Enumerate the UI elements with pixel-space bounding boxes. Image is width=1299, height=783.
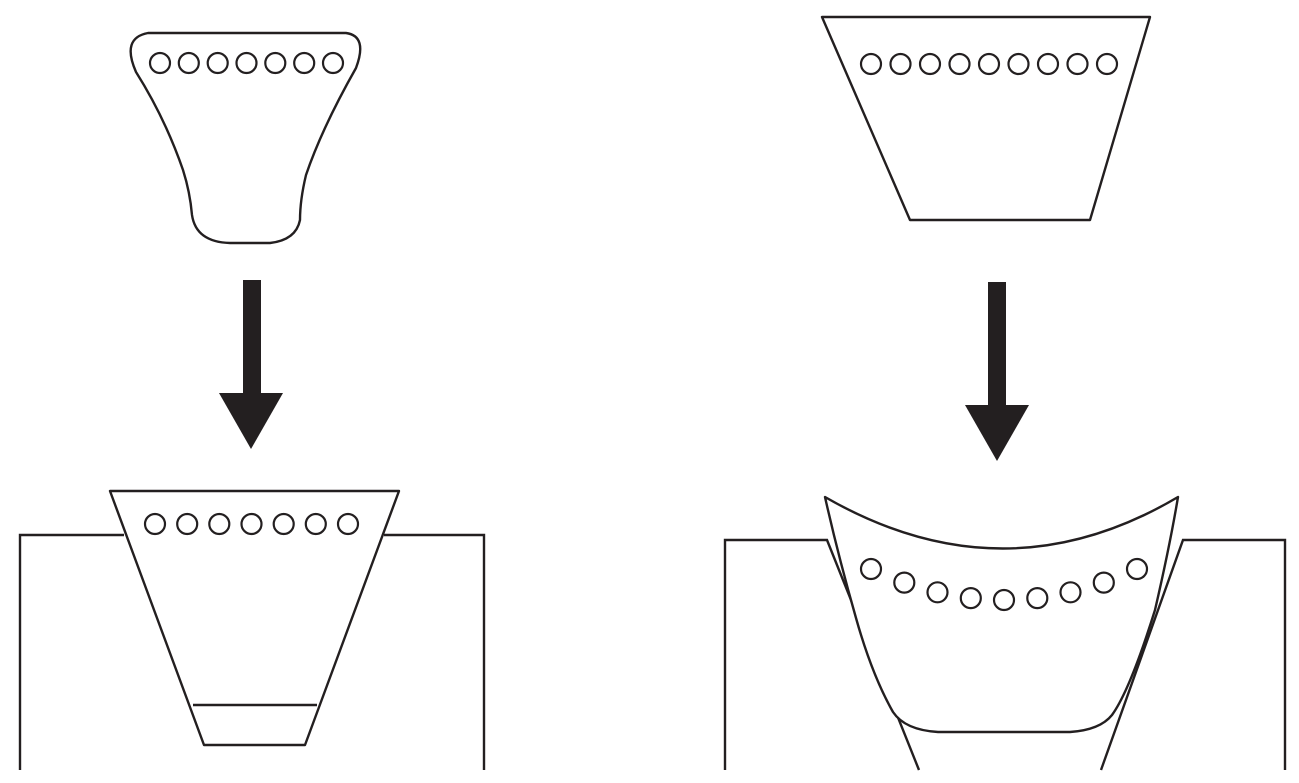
right-panel xyxy=(723,15,1287,771)
right-belt-fitted-outline xyxy=(823,495,1180,734)
right-belt-fitted-cords xyxy=(859,557,1149,612)
cord-circle xyxy=(293,51,316,75)
cord-circle xyxy=(321,51,345,75)
left-belt-fitted-cords xyxy=(143,512,360,536)
right-down-arrow-icon xyxy=(965,282,1029,461)
cord-circle xyxy=(926,581,949,604)
cord-circle xyxy=(272,512,295,536)
cord-circle xyxy=(1092,571,1115,594)
cord-circle xyxy=(1026,586,1049,610)
cord-circle xyxy=(143,512,167,536)
right-belt-before-outline xyxy=(820,15,1152,222)
right-belt-before-cords xyxy=(859,52,1119,76)
cord-circle xyxy=(918,52,942,76)
cord-circle xyxy=(176,512,199,536)
left-belt-fitted xyxy=(108,489,401,747)
left-belt-fitted-outline xyxy=(108,489,401,747)
cord-circle xyxy=(264,51,287,75)
cord-circle xyxy=(208,512,231,536)
left-belt-before xyxy=(129,31,362,245)
cord-circle xyxy=(859,557,883,581)
cord-circle xyxy=(240,512,263,536)
left-belt-before-cords xyxy=(148,51,345,75)
cord-circle xyxy=(336,512,360,536)
cord-circle xyxy=(1007,52,1030,76)
cord-circle xyxy=(206,51,229,75)
cord-circle xyxy=(893,571,916,594)
right-belt-before xyxy=(820,15,1152,222)
cord-circle xyxy=(977,52,1001,76)
cord-circle xyxy=(889,52,912,76)
cord-circle xyxy=(235,51,258,75)
right-belt-fitted xyxy=(823,495,1180,734)
cord-circle xyxy=(1095,52,1119,76)
cord-circle xyxy=(1059,581,1082,604)
cord-circle xyxy=(1036,52,1060,76)
cord-circle xyxy=(992,588,1016,612)
cord-circle xyxy=(859,52,883,76)
cord-circle xyxy=(304,512,327,536)
left-down-arrow-icon xyxy=(219,280,283,449)
cord-circle xyxy=(1066,52,1089,76)
cord-circle xyxy=(177,51,200,75)
cord-circle xyxy=(1125,557,1149,581)
cord-circle xyxy=(948,52,971,76)
left-panel xyxy=(18,31,486,770)
left-belt-before-outline xyxy=(129,31,362,245)
left-pulley-groove-right xyxy=(384,533,486,770)
cord-circle xyxy=(148,51,172,75)
right-pulley-groove-right xyxy=(1099,538,1287,771)
cord-circle xyxy=(959,586,982,610)
left-pulley-groove xyxy=(18,533,124,770)
